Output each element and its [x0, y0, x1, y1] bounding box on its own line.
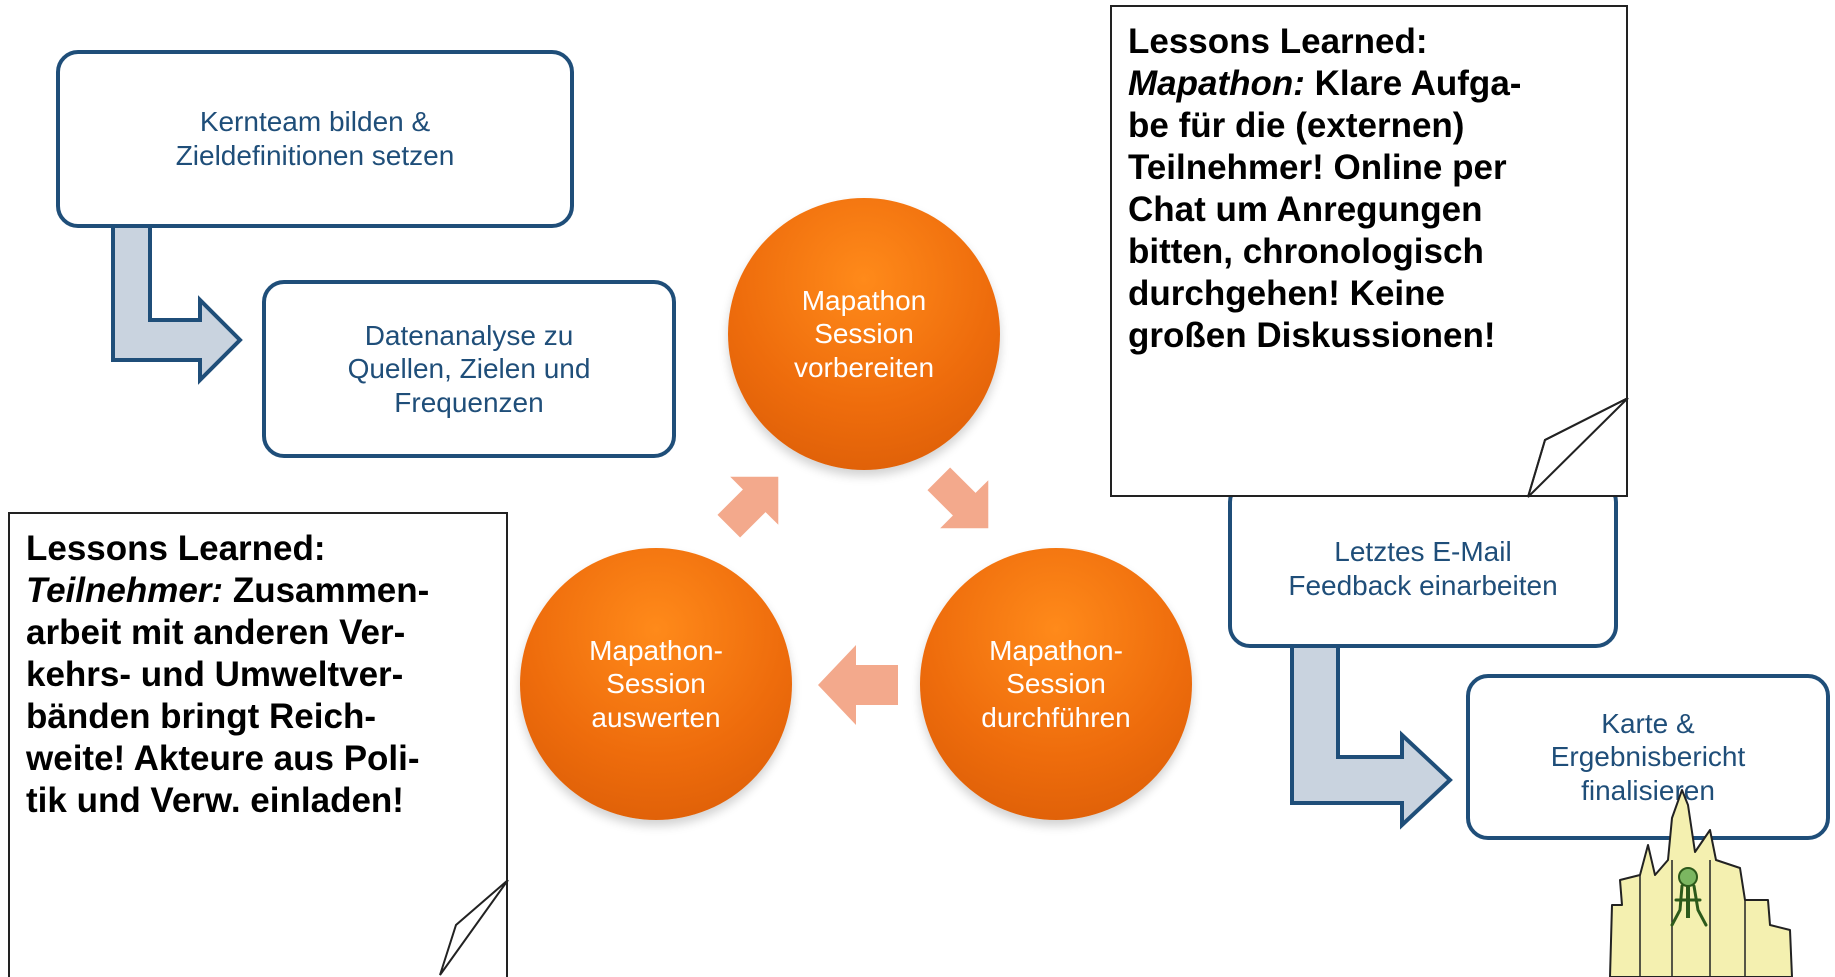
note-text-line: arbeit mit anderen Ver-: [26, 613, 406, 652]
step-datenanalyse-box: Datenanalyse zu Quellen, Zielen und Freq…: [262, 280, 676, 458]
note-text-line: Klare Aufga-: [1304, 64, 1522, 103]
cycle-conduct-line: Mapathon-: [989, 634, 1123, 666]
cycle-conduct-circle: Mapathon- Session durchführen: [920, 548, 1192, 820]
page-curl-icon: [439, 879, 509, 976]
cycle-evaluate-label: Mapathon- Session auswerten: [589, 634, 723, 735]
step-feedback-label: Letztes E-Mail Feedback einarbeiten: [1288, 535, 1557, 602]
step-karte-label: Karte & Ergebnisbericht finalisieren: [1551, 707, 1746, 808]
note-text-line: tik und Verw. einladen!: [26, 781, 404, 820]
cycle-prepare-circle: Mapathon Session vorbereiten: [728, 198, 1000, 470]
step-kernteam-box: Kernteam bilden & Zieldefinitionen setze…: [56, 50, 574, 228]
lessons-learned-note-teilnehmer: Lessons Learned: Teilnehmer: Zusammen- a…: [8, 512, 508, 977]
note-text-line: Zusammen-: [223, 571, 430, 610]
step-karte-line: finalisieren: [1581, 774, 1715, 806]
step-feedback-line: Letztes E-Mail: [1334, 536, 1512, 568]
step-datenanalyse-line: Datenanalyse zu: [364, 319, 574, 351]
step-datenanalyse-line: Frequenzen: [394, 386, 544, 418]
cycle-evaluate-line: auswerten: [591, 701, 721, 733]
castle-illustration-icon: [1609, 789, 1793, 977]
cycle-conduct-label: Mapathon- Session durchführen: [981, 634, 1130, 735]
note-text-line: kehrs- und Umweltver-: [26, 655, 404, 694]
cycle-prepare-line: vorbereiten: [793, 351, 935, 383]
cycle-prepare-line: Mapathon: [801, 284, 927, 316]
step-karte-box: Karte & Ergebnisbericht finalisieren: [1466, 674, 1830, 840]
lessons-learned-note-mapathon: Lessons Learned: Mapathon: Klare Aufga- …: [1110, 5, 1628, 497]
note-text-line: bitten, chronologisch: [1128, 232, 1484, 271]
step-feedback-line: Feedback einarbeiten: [1288, 570, 1558, 601]
note-heading: Lessons Learned:: [1128, 22, 1428, 61]
step-karte-line: Karte &: [1601, 707, 1695, 739]
note-text-line: Teilnehmer! Online per: [1128, 148, 1507, 187]
note-text-line: durchgehen! Keine: [1128, 274, 1445, 313]
step-karte-line: Ergebnisbericht: [1550, 741, 1746, 773]
step-datenanalyse-label: Datenanalyse zu Quellen, Zielen und Freq…: [348, 319, 591, 420]
note-text-line: bänden bringt Reich-: [26, 697, 376, 736]
step-kernteam-line: Kernteam bilden &: [199, 106, 431, 138]
step-datenanalyse-line: Quellen, Zielen und: [347, 353, 591, 385]
step-kernteam-label: Kernteam bilden & Zieldefinitionen setze…: [176, 105, 455, 172]
connector-arrow-kernteam-to-datenanalyse: [111, 183, 243, 385]
cycle-conduct-line: durchführen: [981, 701, 1131, 733]
step-feedback-box: Letztes E-Mail Feedback einarbeiten: [1228, 480, 1618, 648]
cycle-prepare-line: Session: [814, 318, 914, 350]
cycle-prepare-label: Mapathon Session vorbereiten: [794, 284, 934, 385]
connector-arrow-feedback-to-karte: [1290, 638, 1453, 830]
note-topic: Teilnehmer:: [26, 571, 224, 610]
cycle-arrow-prepare-to-conduct: [927, 467, 989, 529]
cycle-evaluate-line: Session: [606, 668, 706, 700]
note-text-line: großen Diskussionen!: [1128, 316, 1496, 355]
cycle-arrow-conduct-to-evaluate: [818, 645, 898, 725]
note-text-line: weite! Akteure aus Poli-: [26, 739, 420, 778]
step-kernteam-line: Zieldefinitionen setzen: [175, 140, 455, 171]
note-text-line: Chat um Anregungen: [1128, 190, 1483, 229]
cycle-arrow-evaluate-to-prepare: [717, 476, 779, 538]
cycle-conduct-line: Session: [1006, 668, 1106, 700]
note-topic: Mapathon:: [1128, 64, 1305, 103]
cycle-evaluate-line: Mapathon-: [589, 634, 723, 666]
note-heading: Lessons Learned:: [26, 529, 326, 568]
page-curl-shadow: [1527, 397, 1629, 498]
note-first-line: Teilnehmer: Zusammen-: [26, 570, 490, 612]
cycle-evaluate-circle: Mapathon- Session auswerten: [520, 548, 792, 820]
note-text-line: be für die (externen): [1128, 106, 1465, 145]
note-first-line: Mapathon: Klare Aufga-: [1128, 63, 1610, 105]
